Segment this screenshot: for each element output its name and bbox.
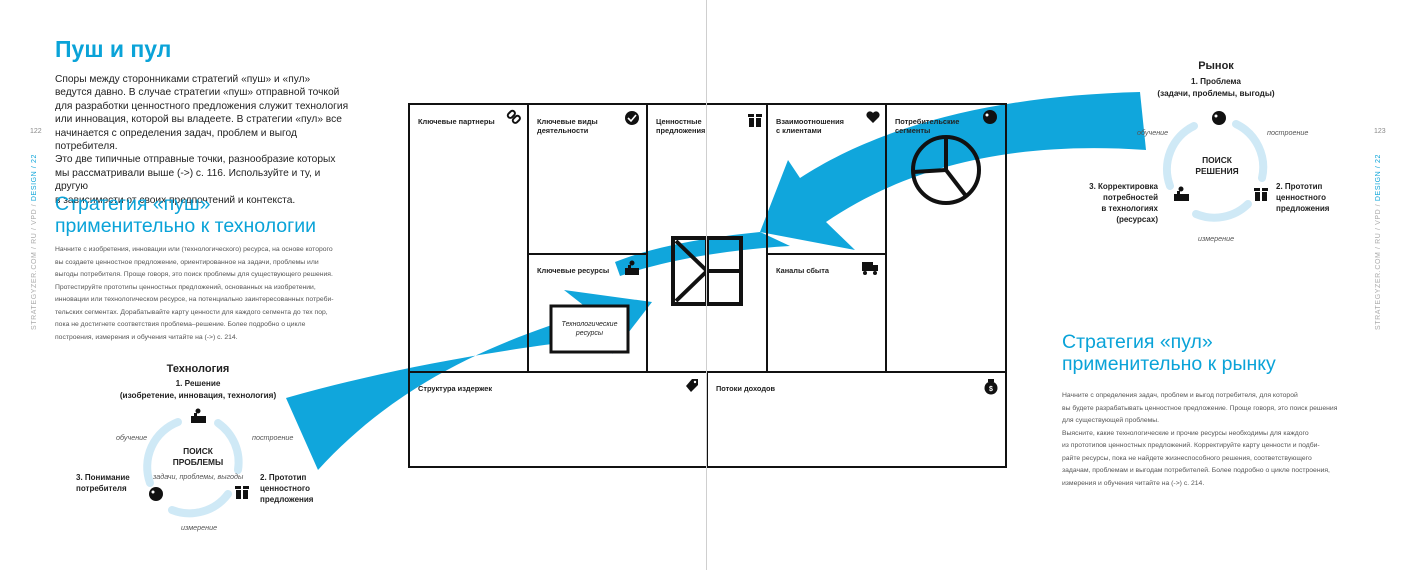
tech-cycle-subtitle: 1. Решение (изобретение, инновация, техн… <box>119 379 277 400</box>
market-cycle-step2: 2. Прототип ценностного предложения <box>1276 182 1330 213</box>
worker-icon <box>191 408 206 423</box>
key-resources-label: Ключевые ресурсы <box>537 266 610 275</box>
tech-cycle-ring <box>143 418 243 518</box>
worker-icon <box>625 260 639 275</box>
market-cycle-learn: обучение <box>1137 128 1169 137</box>
market-cycle-title: Рынок <box>1198 60 1234 72</box>
push-strategy-body: Начните с изобретения, инновации или (те… <box>55 246 334 341</box>
tech-cycle-learn: обучение <box>116 433 148 442</box>
gift-icon <box>1254 187 1268 201</box>
worker-icon <box>1174 186 1189 201</box>
tech-cycle-title: Технология <box>166 363 230 375</box>
page-title: Пуш и пул <box>55 36 172 62</box>
tech-cycle-step2: 2. Прототип ценностного предложения <box>260 473 314 504</box>
key-partners-label: Ключевые партнеры <box>418 117 495 126</box>
pull-strategy-heading: Стратегия «пул» применительно к рынку <box>1062 331 1276 375</box>
pull-arrow-tail <box>615 232 790 276</box>
customer-head-icon <box>983 110 997 124</box>
pull-arrow <box>760 92 1146 250</box>
heart-icon <box>866 111 880 123</box>
page-spine <box>706 0 707 570</box>
tech-cycle-build: построение <box>252 433 294 442</box>
market-cycle-ring <box>1162 120 1268 222</box>
truck-icon <box>862 262 878 275</box>
customer-head-icon <box>149 487 163 501</box>
customer-relationships-label: Взаимоотношения с клиентами <box>776 117 844 135</box>
price-tag-icon <box>686 379 698 392</box>
money-bag-icon: $ <box>984 379 998 395</box>
business-model-canvas <box>408 103 1007 468</box>
svg-text:$: $ <box>989 386 993 393</box>
tech-resources-box <box>549 304 630 354</box>
link-icon <box>506 109 521 124</box>
cost-structure-label: Структура издержек <box>418 384 493 393</box>
tech-cycle-inner-note: задачи, проблемы, выгоды <box>153 472 244 481</box>
value-map-icon <box>671 236 743 306</box>
value-propositions-label: Ценностные предложения <box>656 117 706 135</box>
tech-resources-label: Технологические ресурсы <box>561 321 618 337</box>
market-cycle-step3: 3. Корректировка потребностей в технолог… <box>1089 182 1158 224</box>
key-activities-label: Ключевые виды деятельности <box>537 117 598 135</box>
market-cycle-center: ПОИСК РЕШЕНИЯ <box>1195 155 1239 176</box>
channels-label: Каналы сбыта <box>776 266 829 275</box>
tech-cycle-measure: измерение <box>181 523 218 532</box>
push-strategy-heading: Стратегия «пуш» применительно к технолог… <box>55 193 317 237</box>
left-page-number: 122 <box>30 128 42 135</box>
market-cycle-measure: измерение <box>1198 234 1235 243</box>
check-icon <box>625 111 639 125</box>
market-cycle-subtitle: 1. Проблема (задачи, проблемы, выгоды) <box>1157 77 1275 98</box>
market-cycle-build: построение <box>1267 128 1309 137</box>
customer-profile-icon <box>911 135 981 205</box>
tech-cycle-step3: 3. Понимание потребителя <box>76 473 130 493</box>
tech-cycle-center: ПОИСК ПРОБЛЕМЫ <box>172 446 224 467</box>
gift-icon <box>748 113 762 127</box>
right-page-number: 123 <box>1374 128 1386 135</box>
gift-icon <box>235 485 249 499</box>
pull-strategy-body: Начните с определения задач, проблем и в… <box>1062 392 1338 487</box>
intro-paragraph: Споры между сторонниками стратегий «пуш»… <box>55 74 349 206</box>
customer-head-icon <box>1212 111 1226 125</box>
revenue-streams-label: Потоки доходов <box>716 384 776 393</box>
customer-segments-label: Потребительские сегменты <box>895 117 960 135</box>
